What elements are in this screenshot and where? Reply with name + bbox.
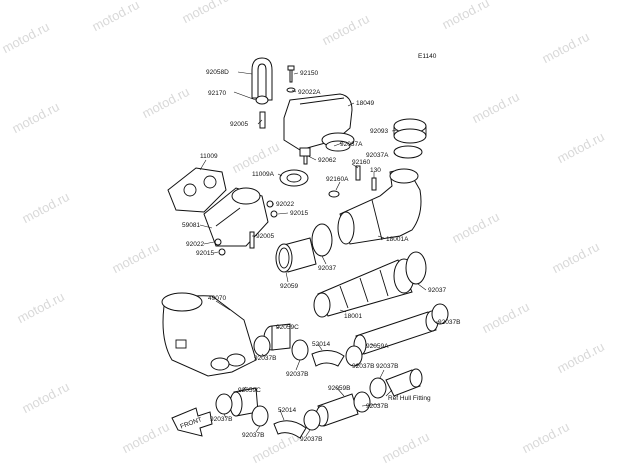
elbow-52014-b: [273, 420, 307, 439]
washer-92160A: [328, 190, 340, 198]
label-92093: 92093: [370, 128, 388, 135]
label-92058D: 92058D: [206, 69, 229, 76]
front-arrow-icon: [171, 407, 213, 437]
label-92160A: 92160A: [326, 176, 349, 183]
label-18001A: 18001A: [386, 236, 409, 243]
label-92037: 92037: [318, 265, 336, 272]
label-92037B-c: 92037B: [286, 371, 308, 378]
clamp-92037B-f: [251, 405, 269, 427]
gasket-11009: [167, 167, 227, 213]
muffler-49070: [161, 292, 257, 377]
label-92059C: 92059C: [276, 324, 299, 331]
hose-92059: [275, 237, 317, 273]
label-92150: 92150: [300, 70, 318, 77]
label-92022A: 92022A: [298, 89, 321, 96]
label-92037B-d: 92037B: [352, 363, 374, 370]
label-92037A-b: 92037A: [366, 152, 389, 159]
clamp-92037-b: [405, 251, 427, 285]
bolt-92005: [259, 111, 266, 129]
clamp-92037B-a: [431, 303, 449, 325]
clamp-92170: [255, 95, 269, 105]
label-92037A: 92037A: [340, 141, 363, 148]
label-92059B: 92059B: [328, 385, 350, 392]
gasket-11009A: [279, 169, 309, 187]
figure-code: E1140: [418, 53, 437, 60]
label-92037-b: 92037: [428, 287, 446, 294]
clamp-92037A: [393, 145, 423, 159]
washer-92022b: [214, 238, 222, 246]
clamp-92037B-h: [353, 391, 371, 413]
label-92160: 92160: [352, 159, 370, 166]
clamp-92037B-i: [369, 377, 387, 399]
elbow-52014: [311, 350, 345, 367]
label-18049: 18049: [356, 100, 374, 107]
label-18001: 18001: [344, 313, 362, 320]
label-92059C-b: 92059C: [238, 387, 261, 394]
bolt-92160: [355, 165, 361, 181]
label-92059: 92059: [280, 283, 298, 290]
label-92005-b: 92005: [256, 233, 274, 240]
label-52014-b: 52014: [278, 407, 296, 414]
pipe-18001A: [337, 168, 422, 245]
bolt-92150: [287, 65, 295, 83]
hose-92059C-b: [229, 387, 259, 417]
pipe-18001: [313, 258, 415, 318]
label-92037B-b: 92037B: [254, 355, 276, 362]
bolt-92005b: [249, 231, 255, 249]
nut-92015b: [218, 248, 226, 256]
nut-92015: [270, 210, 278, 218]
label-92037B-f: 92037B: [366, 403, 388, 410]
bolt-130: [371, 177, 377, 191]
clamp-92037B-e: [215, 393, 233, 415]
label-92037B: 92037B: [438, 319, 460, 326]
clamp-92037B-c: [291, 339, 309, 361]
label-92037B-h: 92037B: [242, 432, 264, 439]
clamp-92062: [299, 147, 311, 165]
label-130: 130: [370, 167, 381, 174]
leader-lines: [199, 71, 440, 437]
clamp-92037B-g: [303, 409, 321, 431]
label-92015: 92015: [290, 210, 308, 217]
label-92037B-g: 92037B: [376, 363, 398, 370]
label-92037B-e: 92037B: [210, 416, 232, 423]
label-92062: 92062: [318, 157, 336, 164]
label-11009: 11009: [200, 153, 218, 160]
clamp-92037: [311, 223, 333, 257]
hose-92059B: [315, 393, 359, 427]
label-92022: 92022: [276, 201, 294, 208]
label-52014: 52014: [312, 341, 330, 348]
clamp-92037B-b: [253, 335, 271, 357]
label-92037B-i: 92037B: [300, 436, 322, 443]
hull-fitting: [385, 368, 423, 397]
washer-92022A: [286, 87, 296, 93]
clamp-92037A-b: [325, 140, 351, 152]
hose-92058D: [251, 57, 273, 101]
label-92170: 92170: [208, 90, 226, 97]
label-ref-hull-fitting: Ref Hull Fitting: [388, 395, 431, 402]
label-92022-b: 92022: [186, 241, 204, 248]
label-92015-b: 92015: [196, 250, 214, 257]
label-59081: 59081: [182, 222, 200, 229]
label-92059A: 92059A: [366, 343, 389, 350]
label-49070: 49070: [208, 295, 226, 302]
label-11009A: 11009A: [252, 171, 275, 178]
label-92005: 92005: [230, 121, 248, 128]
coupling-92093: [393, 118, 427, 144]
